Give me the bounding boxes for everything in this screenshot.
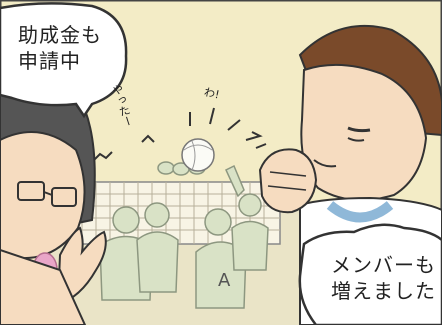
jersey-letter: A: [218, 270, 231, 291]
speech-text-left: 助成金も 申請中: [18, 23, 102, 73]
speech-bubble-left: [0, 2, 128, 119]
speech-bubble-right: [298, 223, 442, 325]
speech-text-right: メンバーも 増えました: [331, 253, 436, 303]
excitement-marks: [93, 107, 267, 161]
volleyball: [181, 138, 215, 172]
background-players: [99, 161, 269, 309]
